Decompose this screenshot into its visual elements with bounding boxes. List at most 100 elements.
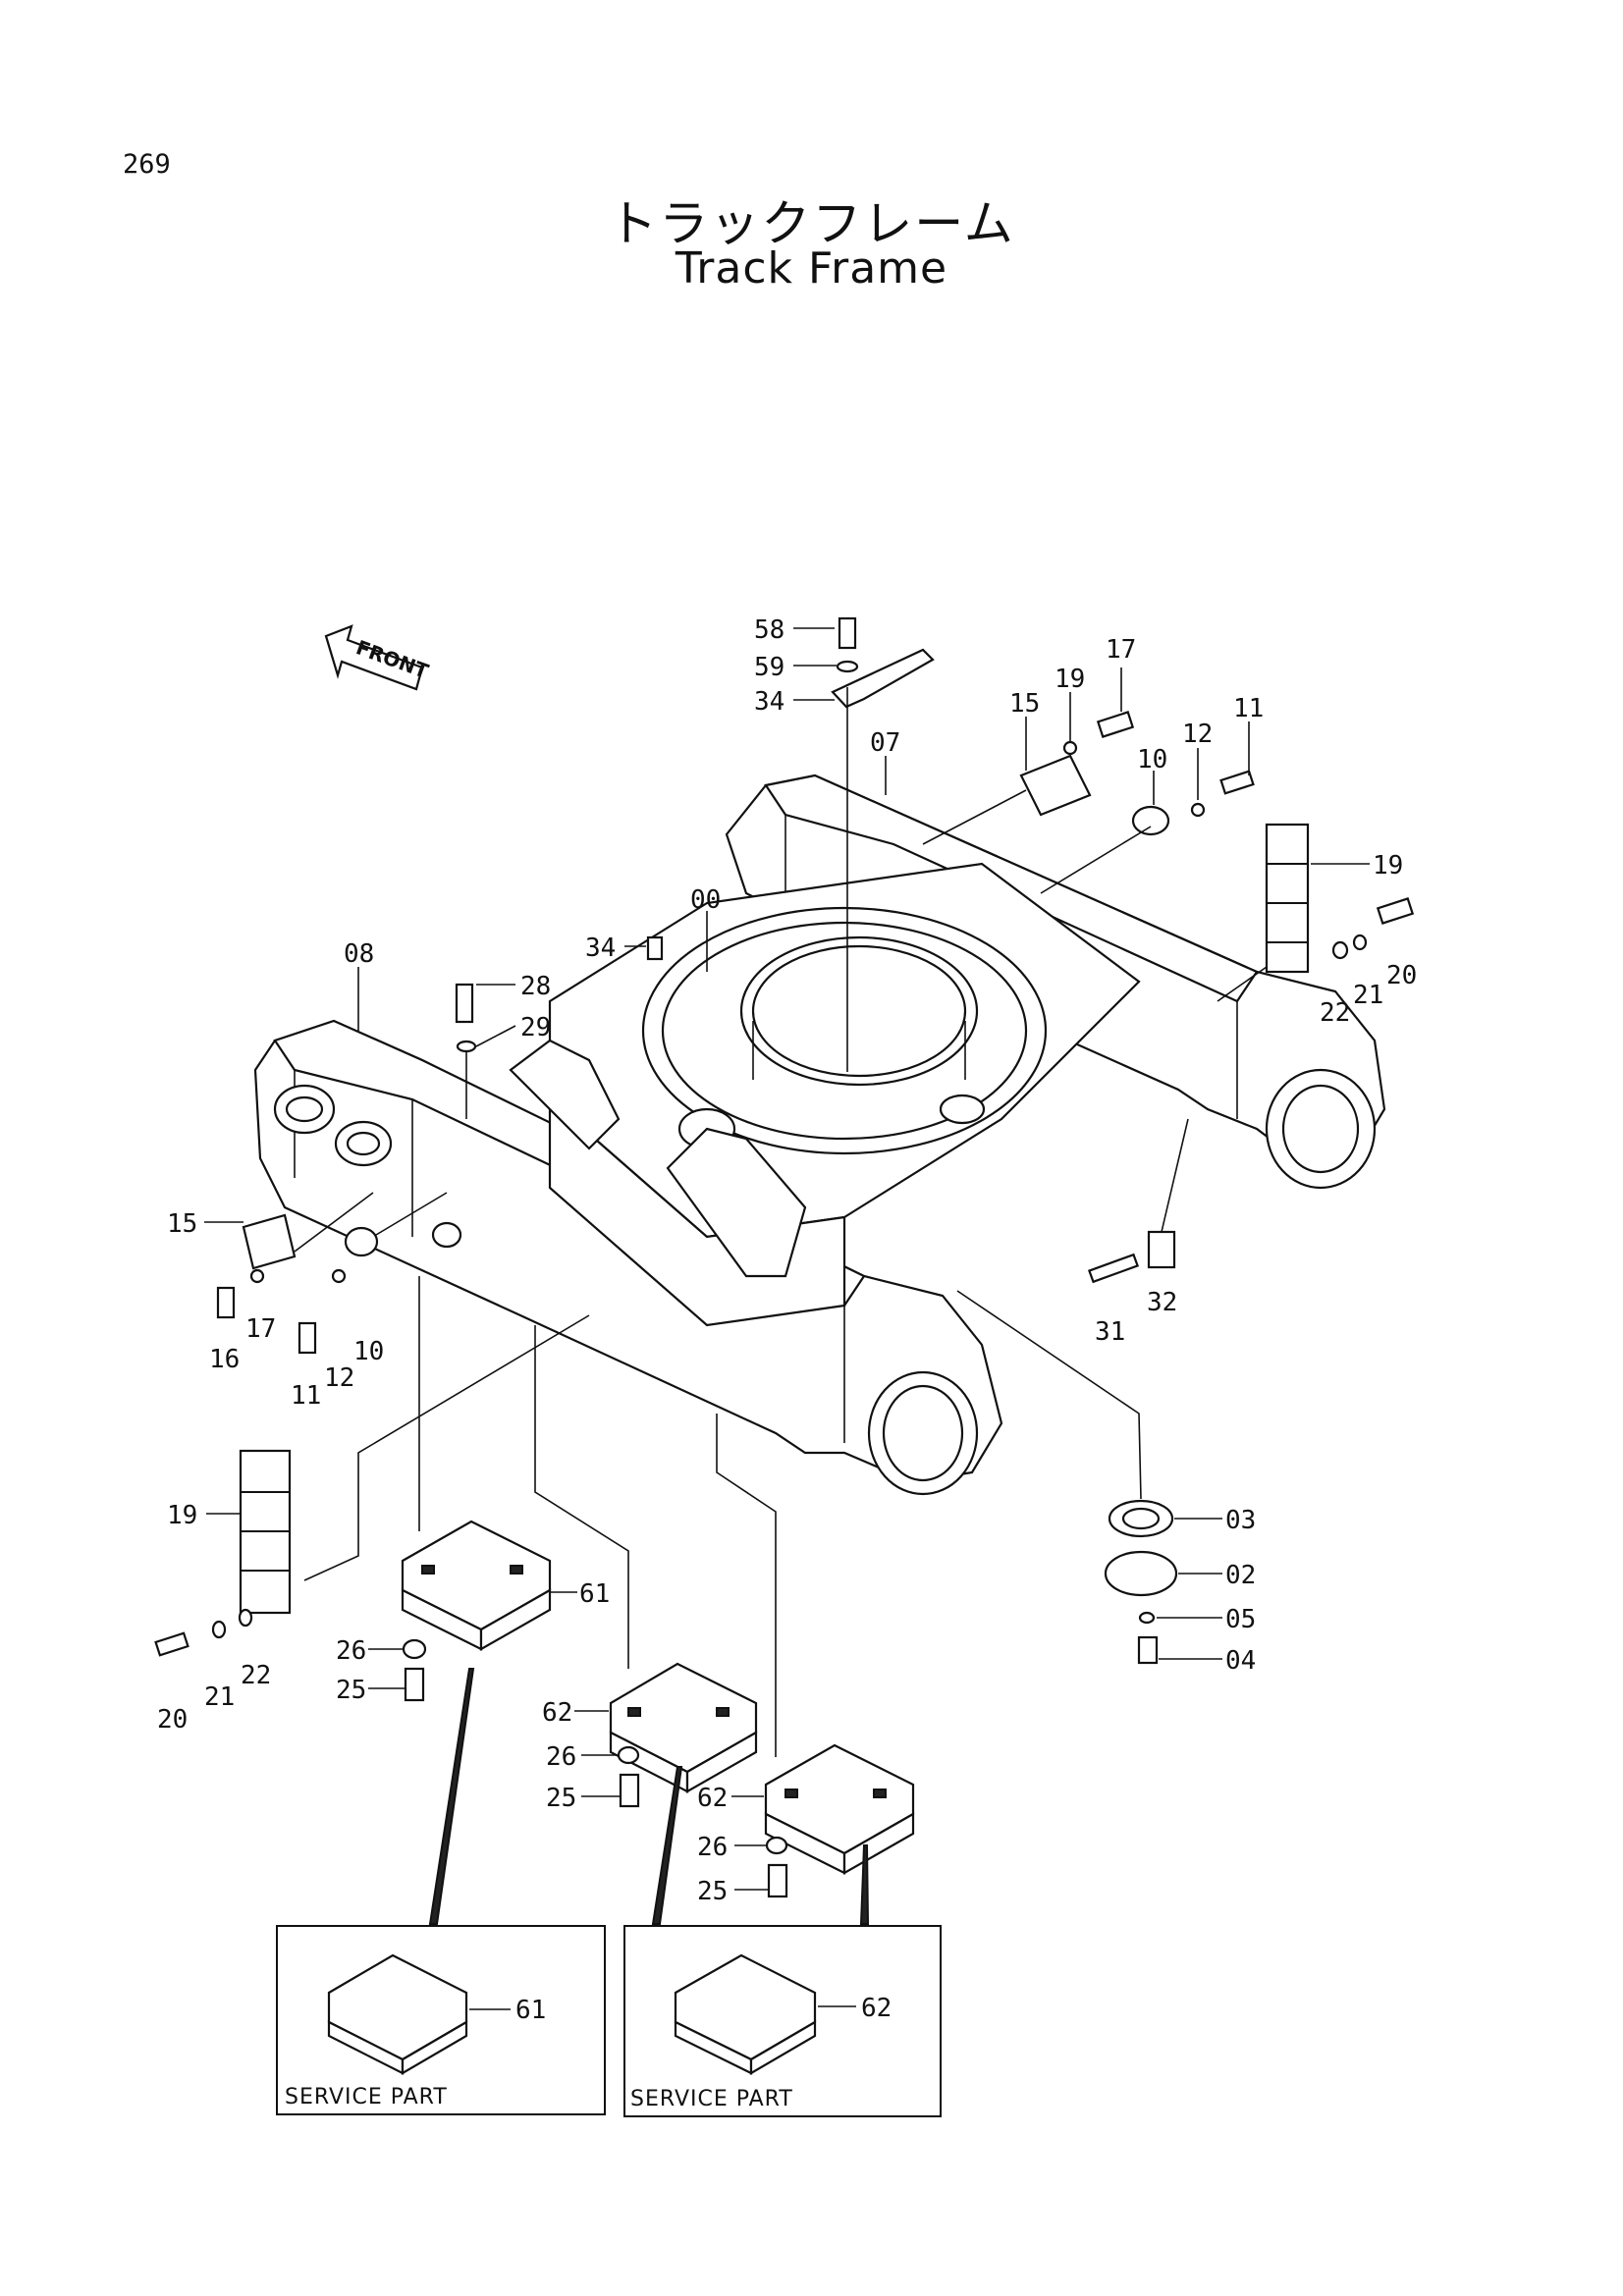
callout-12b: 12 [324,1363,354,1393]
callout-26c: 26 [697,1833,766,1862]
callout-62a: 62 [542,1698,609,1728]
callout-20a: 20 [1386,961,1417,990]
callout-21b: 21 [204,1682,235,1712]
callout-label: 62 [697,1784,728,1813]
service-part-label: SERVICE PART [285,2085,448,2109]
callout-15a: 15 [1009,689,1040,771]
callout-29: 29 [475,1013,551,1047]
callout-label: 17 [1106,635,1136,665]
callout-22a: 22 [1320,998,1350,1028]
callout-17a: 19 [1055,665,1085,741]
callout-11a: 11 [1233,694,1264,775]
callout-label: 20 [157,1705,188,1735]
callout-label: 32 [1147,1288,1177,1317]
page-title-japanese: トラックフレーム [608,195,1015,252]
callout-26a: 26 [336,1636,403,1666]
callout-label: 00 [690,885,721,915]
callout-28: 28 [476,972,551,1001]
callout-label: 04 [1225,1646,1256,1676]
callout-59: 58 [754,615,835,645]
callout-19a: 19 [1311,851,1403,881]
callout-label: 34 [585,934,616,963]
service-part-number: 61 [515,1996,546,2025]
callout-05: 05 [1157,1605,1256,1634]
part-callouts: 58 59 34 17 19 15 07 10 12 11 19 20 21 2… [157,615,1417,1906]
track-guide-61-icon [401,1520,552,1651]
callout-label: 17 [245,1314,276,1344]
service-part-box-61: SERVICE PART 61 [276,1925,606,2115]
callout-label: 26 [546,1742,576,1772]
callout-58: 34 [754,687,835,717]
callout-label: 21 [204,1682,235,1712]
callout-label: 26 [336,1636,366,1666]
callout-07: 07 [870,728,900,795]
callout-label: 10 [1137,745,1167,774]
callout-label: 10 [353,1337,384,1366]
callout-16a: 17 [1106,635,1136,712]
ladder-left-icon [239,1449,292,1615]
callout-label: 19 [1055,665,1085,694]
callout-17b: 17 [245,1314,276,1344]
callout-00: 00 [690,885,721,972]
callout-26b: 26 [546,1742,618,1772]
callout-label: 25 [336,1676,366,1705]
callout-label: 19 [1373,851,1403,881]
track-guide-62-icon [609,1662,758,1793]
callout-label: 62 [542,1698,572,1728]
callout-label: 15 [167,1209,197,1239]
callout-60: 59 [754,653,837,682]
callout-label: 19 [167,1501,197,1530]
callout-61: 61 [550,1579,610,1609]
callout-34: 34 [585,934,646,963]
service-part-box-62: SERVICE PART 62 [623,1925,942,2117]
callout-04: 04 [1159,1646,1256,1676]
front-arrow-icon: FRONT [324,624,432,691]
callout-02: 02 [1178,1561,1256,1590]
callout-10b: 10 [353,1337,384,1366]
callout-label: 25 [697,1877,728,1906]
callout-22b: 22 [241,1661,271,1690]
callout-25b: 25 [546,1784,620,1813]
callout-16b: 16 [209,1345,240,1374]
callout-label: 29 [520,1013,551,1042]
page-number: 269 [123,149,171,180]
track-guide-62b-icon [764,1743,915,1875]
callout-label: 08 [344,939,374,969]
callout-20b: 20 [157,1705,188,1735]
callout-19b: 19 [167,1501,241,1530]
track-frame-body [253,774,1386,1496]
callout-25a: 25 [336,1676,405,1705]
callout-label: 25 [546,1784,576,1813]
callout-label: 16 [209,1345,240,1374]
callout-25c: 25 [697,1877,768,1906]
callout-label: 15 [1009,689,1040,719]
callout-label: 20 [1386,961,1417,990]
callout-label: 21 [1353,981,1383,1010]
callout-62b: 62 [697,1784,764,1813]
callout-label: 12 [1182,720,1213,749]
callout-label: 02 [1225,1561,1256,1590]
callout-32: 32 [1147,1288,1177,1317]
callout-label: 31 [1095,1317,1125,1347]
callout-label: 22 [1320,998,1350,1028]
callout-label: 58 [754,615,784,645]
callout-21a: 21 [1353,981,1383,1010]
callout-12a: 12 [1182,720,1213,800]
callout-label: 11 [1233,694,1264,723]
callout-label: 05 [1225,1605,1256,1634]
callout-label: 22 [241,1661,271,1690]
callout-03: 03 [1174,1506,1256,1535]
page-title-english: Track Frame [675,243,948,294]
callout-label: 07 [870,728,900,758]
callout-label: 26 [697,1833,728,1862]
service-part-label: SERVICE PART [630,2087,793,2111]
callout-label: 59 [754,653,784,682]
callout-label: 61 [579,1579,610,1609]
callout-label: 11 [291,1381,321,1411]
callout-label: 34 [754,687,784,717]
service-part-number: 62 [861,1994,892,2023]
callout-10a: 10 [1137,745,1167,805]
ladder-right-icon [1265,823,1310,974]
callout-08: 08 [344,939,374,1031]
